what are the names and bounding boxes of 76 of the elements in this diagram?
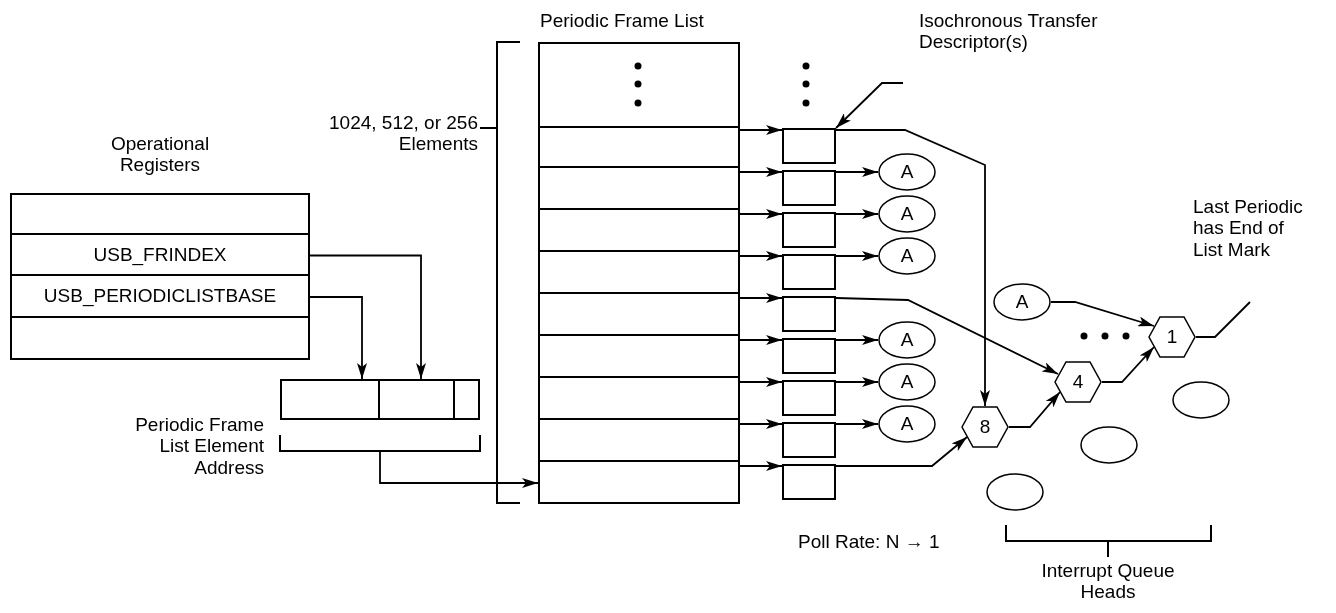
- queue-ellipse: [878, 405, 936, 443]
- node-label: 1: [1166, 326, 1178, 348]
- arrow: [739, 167, 783, 177]
- arrow: [309, 296, 367, 380]
- arrow: [739, 251, 783, 261]
- queue-ellipse: [878, 153, 936, 191]
- arrow: [835, 129, 990, 407]
- arrow: [835, 209, 879, 219]
- bracket-label: Interrupt Queue Heads: [1040, 560, 1176, 603]
- arrow: [309, 254, 426, 380]
- node-label: A: [1015, 291, 1029, 313]
- arrow: [739, 377, 783, 387]
- arrow: [1008, 391, 1061, 428]
- arrow: [739, 209, 783, 219]
- element-count-label: 1024, 512, or 256 Elements: [328, 112, 478, 155]
- queue-ellipse: [878, 363, 936, 401]
- register-row: [10, 276, 310, 318]
- descriptor-box: [782, 128, 836, 164]
- arrow: [835, 436, 968, 467]
- register-row: [10, 235, 310, 276]
- node-label: A: [900, 329, 914, 351]
- arrow: [835, 335, 879, 345]
- register-row: [10, 318, 310, 360]
- address-field-segment: [280, 379, 380, 420]
- arrow: [835, 419, 879, 429]
- queue-head-hexagon: [1148, 316, 1196, 358]
- queue-ellipse: [878, 321, 936, 359]
- descriptor-box: [782, 296, 836, 332]
- queue-head-hexagon: [1054, 361, 1102, 403]
- table-heading: Periodic Frame List: [540, 10, 704, 32]
- arrow: [1050, 301, 1155, 327]
- callout-text: Last Periodic has End of List Mark: [1193, 196, 1304, 260]
- arrow: [739, 461, 783, 471]
- leader-line: [1195, 301, 1251, 338]
- node-label: A: [900, 245, 914, 267]
- register-name: USB_PERIODICLISTBASE: [43, 285, 277, 307]
- queue-ellipse: [993, 283, 1051, 321]
- frame-list-entry: [538, 126, 740, 168]
- descriptor-box: [782, 254, 836, 290]
- arrow: [835, 297, 1059, 375]
- queue-head-ellipse: [986, 473, 1044, 511]
- descriptor-box: [782, 170, 836, 206]
- descriptor-box: [782, 212, 836, 248]
- register-row: [10, 193, 310, 235]
- descriptor-box: [782, 338, 836, 374]
- poll-rate-label: Poll Rate: N → 1: [798, 531, 941, 553]
- descriptor-box: [782, 464, 836, 500]
- node-label: A: [900, 203, 914, 225]
- arrow: [835, 251, 879, 261]
- descriptor-box: [782, 380, 836, 416]
- descriptor-box: [782, 422, 836, 458]
- arrow: [835, 167, 879, 177]
- arrow: [739, 293, 783, 303]
- arrow: [835, 82, 904, 129]
- node-label: A: [900, 161, 914, 183]
- arrow: [1101, 346, 1155, 383]
- address-field-segment: [455, 379, 480, 420]
- node-label: 4: [1072, 371, 1084, 393]
- queue-ellipse: [878, 195, 936, 233]
- node-label: 8: [979, 416, 991, 438]
- field-caption: Periodic Frame List Element Address: [134, 414, 264, 478]
- node-label: A: [900, 413, 914, 435]
- node-label: A: [900, 371, 914, 393]
- queue-head-hexagon: [961, 406, 1009, 448]
- table-heading: Operational Registers: [109, 133, 211, 176]
- queue-ellipse: [878, 237, 936, 275]
- arrow: [739, 419, 783, 429]
- callout-text: Isochronous Transfer Descriptor(s): [919, 10, 1099, 53]
- arrow: [835, 377, 879, 387]
- register-name: USB_FRINDEX: [93, 243, 227, 266]
- address-field-segment: [380, 379, 455, 420]
- queue-head-ellipse: [1172, 381, 1230, 419]
- arrow: [379, 450, 539, 488]
- arrow: [739, 335, 783, 345]
- arrow: [739, 125, 783, 135]
- queue-head-ellipse: [1080, 426, 1138, 464]
